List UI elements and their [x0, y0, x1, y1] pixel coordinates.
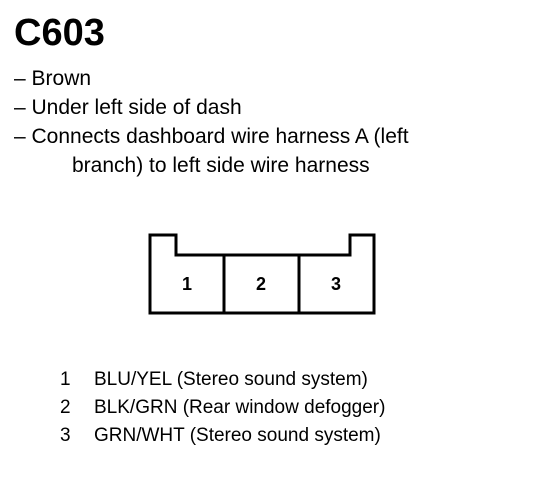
description-color: – Brown [14, 67, 92, 90]
cavity-label-1: 1 [182, 274, 192, 294]
description-connects: – Connects dashboard wire harness A (lef… [14, 125, 409, 148]
connector-id: C603 [14, 12, 105, 54]
description-location: – Under left side of dash [14, 96, 242, 119]
connector-description: – Brown – Under left side of dash – Conn… [14, 64, 409, 180]
pin-description: BLK/GRN (Rear window defogger) [94, 397, 386, 418]
pin-row: 3 GRN/WHT (Stereo sound system) [60, 422, 385, 450]
pin-description: GRN/WHT (Stereo sound system) [94, 425, 381, 446]
cavity-label-3: 3 [331, 274, 341, 294]
cavity-label-2: 2 [256, 274, 266, 294]
pin-description: BLU/YEL (Stereo sound system) [94, 369, 368, 390]
pin-list: 1 BLU/YEL (Stereo sound system) 2 BLK/GRN … [60, 366, 385, 450]
pin-row: 1 BLU/YEL (Stereo sound system) [60, 366, 385, 394]
description-connects-continued: branch) to left side wire harness [72, 154, 370, 177]
pin-number: 2 [60, 397, 71, 418]
pin-number: 1 [60, 369, 71, 390]
pin-row: 2 BLK/GRN (Rear window defogger) [60, 394, 385, 422]
pin-number: 3 [60, 425, 71, 446]
